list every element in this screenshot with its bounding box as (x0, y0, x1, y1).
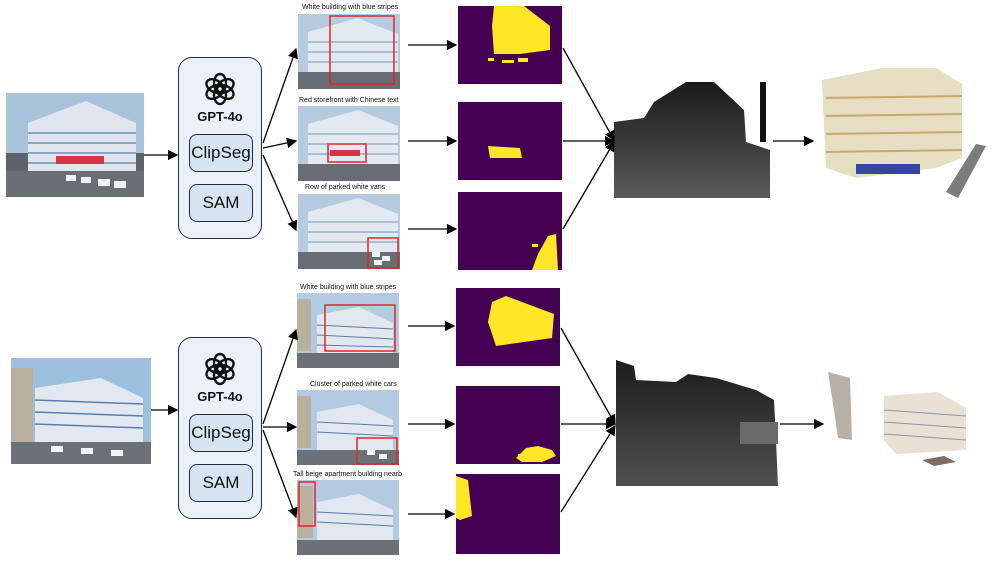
openai-logo-icon (179, 72, 261, 111)
crop-image-1 (298, 14, 400, 89)
mask-image-4 (456, 288, 560, 366)
crop-image-2 (298, 106, 400, 181)
mask-image-1 (458, 6, 562, 84)
mask-image-5 (456, 386, 560, 464)
depth-map-row2 (616, 360, 778, 486)
model-label: GPT-4o (197, 389, 243, 404)
model-panel-row2: GPT-4o ClipSeg SAM (178, 337, 262, 519)
crop-caption: Cluster of parked white cars (310, 381, 397, 388)
model-panel-row1: GPT-4o ClipSeg SAM (178, 57, 262, 239)
openai-logo-icon (179, 352, 261, 391)
crop-image-4 (297, 293, 399, 368)
crop-image-3 (298, 194, 400, 269)
model-label: GPT-4o (197, 109, 243, 124)
crop-caption: White building with blue stripes (300, 284, 397, 291)
crop-caption: Tall beige apartment building nearb (293, 471, 402, 478)
reconstruction-row1 (816, 58, 992, 208)
mask-image-3 (458, 192, 562, 270)
crop-image-5 (297, 390, 399, 465)
clipseg-box: ClipSeg (189, 414, 253, 452)
crop-caption: Row of parked white vans (305, 184, 386, 191)
crop-caption: Red storefront with Chinese text (299, 97, 399, 104)
crop-image-6 (297, 480, 399, 555)
reconstruction-row2 (826, 370, 992, 476)
sam-box: SAM (189, 464, 253, 502)
input-photo-row2 (11, 358, 151, 464)
sam-box: SAM (189, 184, 253, 222)
depth-map-row1 (614, 82, 770, 198)
mask-image-2 (458, 102, 562, 180)
clipseg-box: ClipSeg (189, 134, 253, 172)
mask-image-6 (456, 474, 560, 554)
crop-caption: White building with blue stripes (302, 4, 399, 11)
input-photo-row1 (6, 93, 144, 197)
